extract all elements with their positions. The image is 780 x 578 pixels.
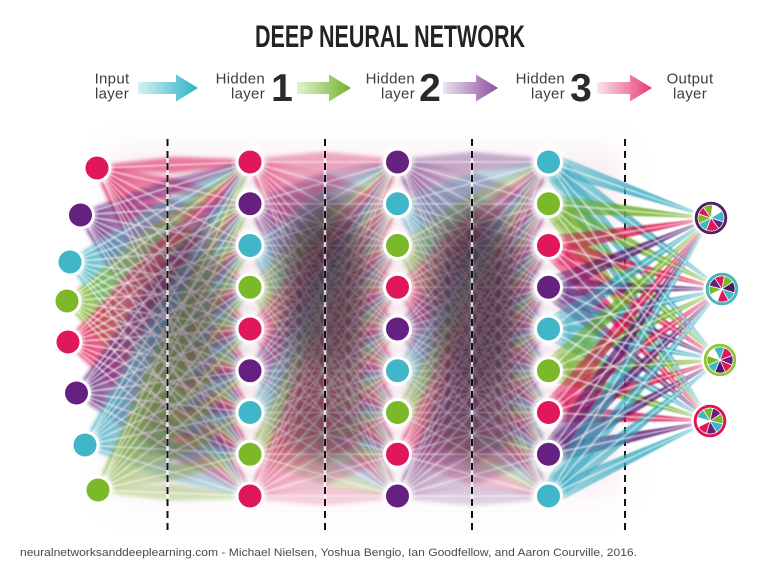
svg-text:3: 3 [570,67,592,110]
svg-text:layer: layer [95,86,129,103]
svg-text:Hidden: Hidden [366,71,415,88]
svg-text:layer: layer [381,86,415,103]
svg-text:Hidden: Hidden [216,71,265,88]
svg-text:Output: Output [667,71,714,88]
svg-text:layer: layer [673,86,707,103]
svg-text:Input: Input [95,71,130,88]
svg-text:Hidden: Hidden [516,71,565,88]
svg-text:1: 1 [271,67,293,110]
svg-text:layer: layer [231,86,265,103]
svg-text:neuralnetworksanddeeplearning.: neuralnetworksanddeeplearning.com - Mich… [20,547,637,559]
svg-text:2: 2 [419,67,441,110]
svg-text:layer: layer [531,86,565,103]
svg-text:DEEP NEURAL NETWORK: DEEP NEURAL NETWORK [255,18,525,54]
